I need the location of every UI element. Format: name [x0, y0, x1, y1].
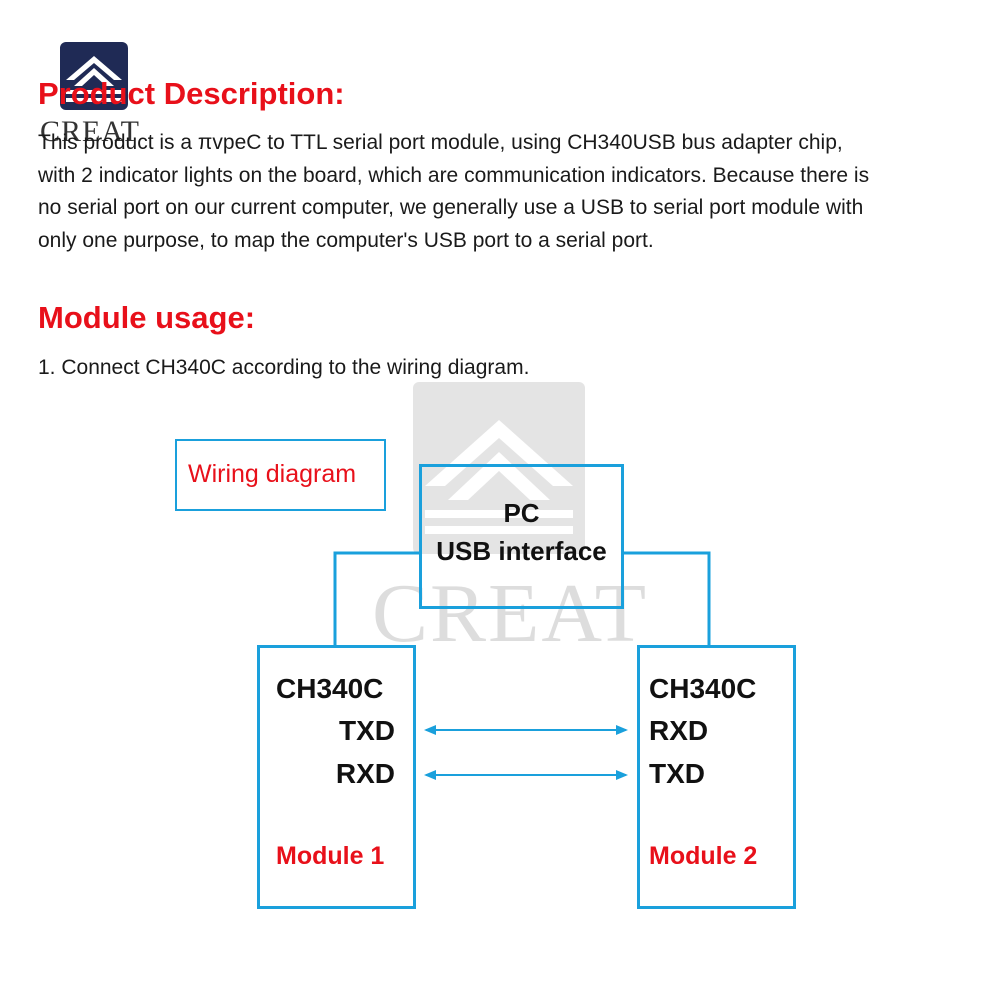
module-1-pin-txd: TXD — [339, 715, 395, 746]
module-1-chip: CH340C — [276, 673, 384, 704]
description-line: only one purpose, to map the computer's … — [38, 228, 654, 252]
module-2-pin-rxd: RXD — [649, 715, 709, 746]
wiring-diagram-caption-box — [175, 439, 386, 511]
usage-heading: Module usage: — [38, 300, 256, 335]
pc-to-module1-wire — [333, 551, 420, 646]
module-2-chip: CH340C — [649, 673, 757, 704]
module-1-name: Module 1 — [276, 842, 385, 870]
usage-step-1: 1. Connect CH340C according to the wirin… — [38, 356, 530, 379]
module-2-name: Module 2 — [649, 842, 758, 870]
description-heading: Product Description: — [38, 76, 345, 111]
creat-logo: CREAT — [40, 42, 139, 148]
pc-to-module2-wire — [622, 551, 711, 646]
pc-box — [419, 464, 624, 609]
module-1-pin-rxd: RXD — [335, 758, 395, 789]
description-line: no serial port on our current computer, … — [38, 196, 864, 219]
module-1-box — [257, 645, 416, 909]
pc-label: PC — [503, 498, 540, 528]
creat-logo-icon — [60, 42, 128, 110]
module-2-pin-txd: TXD — [649, 758, 705, 789]
description-paragraph: This product is a πvpeC to TTL serial po… — [38, 127, 988, 257]
module-2-box — [637, 645, 796, 909]
description-line: This product is a πvpeC to TTL serial po… — [38, 131, 843, 154]
usb-interface-label: USB interface — [436, 536, 607, 566]
description-line: with 2 indicator lights on the board, wh… — [38, 163, 870, 187]
wiring-diagram-caption: Wiring diagram — [188, 460, 357, 488]
logo-text: CREAT — [40, 115, 141, 148]
